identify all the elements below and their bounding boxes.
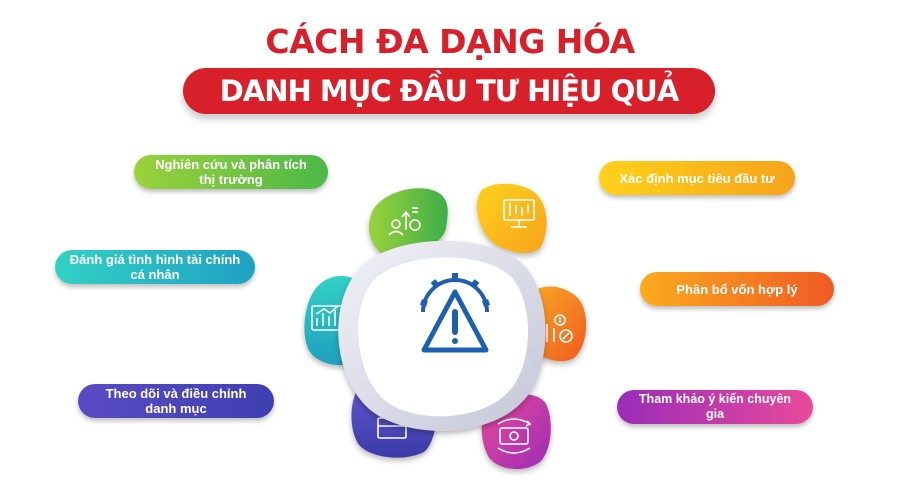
label-assess: Đánh giá tình hình tài chính cá nhân [55,250,255,284]
label-research: Nghiên cứu và phân tích thị trường [134,155,328,189]
label-expert: Tham khảo ý kiến chuyên gia [617,390,813,424]
label-allocate: Phân bổ vốn hợp lý [640,272,834,306]
title-line-1: CÁCH ĐA DẠNG HÓA [265,22,635,61]
label-monitor: Theo dõi và điều chỉnh danh mục [78,384,274,418]
stock-monitor-icon [503,199,535,228]
petal-yellow [476,183,547,254]
petal-green [368,188,448,259]
center-shape [338,240,546,431]
cash-cycle-icon [497,418,532,454]
label-goals: Xác định mục tiêu đầu tư [599,161,795,195]
growth-people-icon [388,207,421,236]
title-line-2-banner: DANH MỤC ĐẦU TƯ HIỆU QUẢ [183,68,715,114]
gear-warning-icon [420,273,490,353]
